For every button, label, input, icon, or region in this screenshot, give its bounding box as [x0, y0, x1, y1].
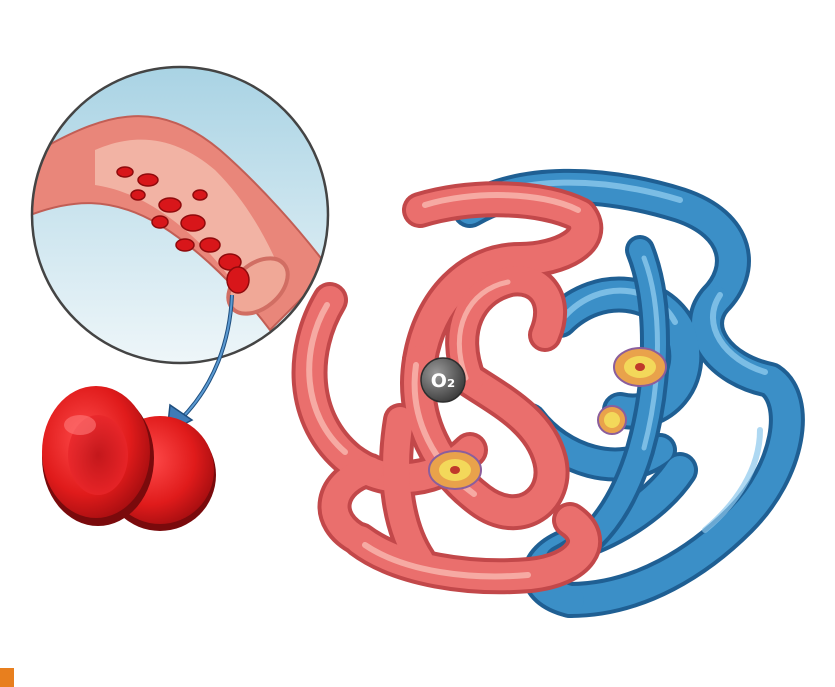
- oxygen-label: O₂: [431, 370, 455, 392]
- accent-strip: [0, 668, 14, 687]
- oxygen-molecule-icon: O₂: [421, 358, 465, 402]
- heme-group-icon: [614, 348, 666, 386]
- heme-group-icon: [598, 406, 626, 434]
- blood-vessel-inset-icon: [30, 67, 330, 363]
- heme-group-icon: [429, 451, 481, 489]
- hemoglobin-molecule-icon: O₂: [309, 183, 787, 600]
